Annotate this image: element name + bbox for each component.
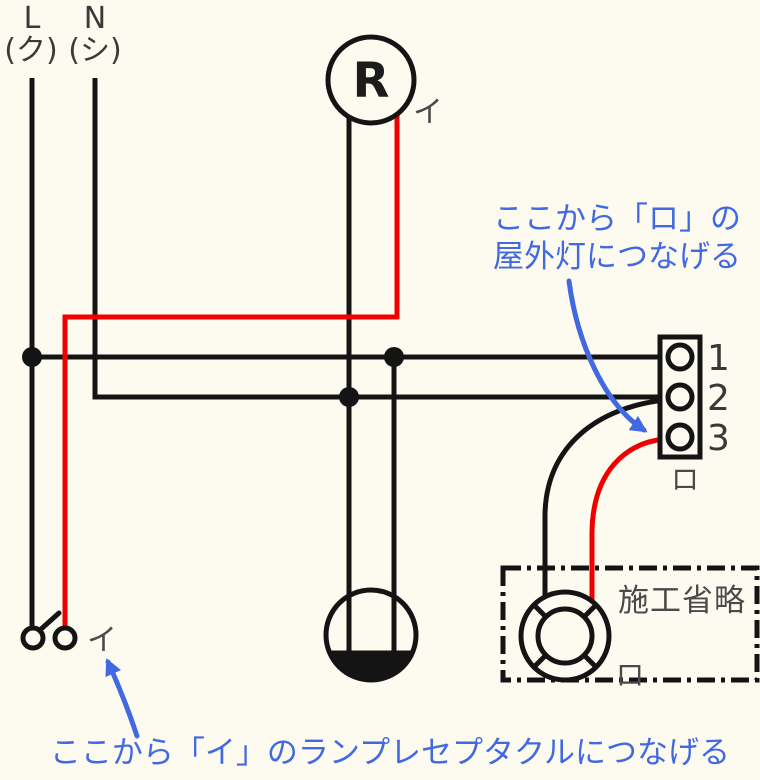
junction-dot	[339, 387, 359, 407]
terminal-block: 1 2 3 ロ	[657, 334, 730, 496]
switch-contact-left	[20, 625, 46, 651]
junction-dot	[384, 347, 404, 367]
outlet-filled-segment	[327, 650, 415, 682]
terminal-hole-2	[665, 382, 695, 412]
wire-switched-red-to-lamp	[62, 114, 400, 626]
neutral-n-mark: (シ)	[68, 33, 121, 68]
switch-contact-right	[52, 625, 78, 651]
outdoor-light-spokes	[532, 603, 598, 669]
terminal-number-3: 3	[707, 418, 730, 459]
switch-note: ここから「イ」のランプレセプタクルにつなげる	[50, 735, 730, 771]
line-l-label: L	[24, 1, 41, 36]
red-wires	[62, 114, 665, 626]
terminal-number-1: 1	[707, 338, 730, 379]
wire-neutral-to-terminal2	[92, 78, 667, 400]
terminal-note-line2: 屋外灯につなげる	[493, 239, 741, 275]
wire-terminal3-to-outdoor-light-red	[589, 436, 665, 602]
terminal-hole-1	[665, 342, 695, 372]
terminal-block-circuit-label: ロ	[671, 463, 699, 496]
terminal-note-line1: ここから「ロ」の	[493, 201, 741, 237]
lamp-receptacle-circuit-label: イ	[413, 95, 443, 130]
arrow-to-terminal3	[566, 278, 648, 433]
switch-circuit-label: イ	[87, 623, 117, 658]
neutral-n-label: N	[84, 1, 106, 36]
power-source-labels: L (ク) N (シ)	[4, 1, 121, 68]
outdoor-light-inner-circle	[535, 606, 595, 666]
terminal-hole-3	[665, 422, 695, 452]
switch-lever	[37, 610, 62, 633]
lamp-receptacle-symbol: R イ	[325, 34, 443, 130]
outdoor-light-symbol: 施工省略 ロ	[518, 583, 746, 692]
arrow-to-switch	[105, 658, 140, 739]
lamp-receptacle-letter: R	[353, 53, 390, 109]
annotations: ここから「ロ」の 屋外灯につなげる ここから「イ」のランプレセプタクルにつなげる	[50, 201, 741, 771]
junction-dots	[22, 347, 404, 407]
line-l-mark: (ク)	[4, 33, 57, 68]
construction-omitted-box	[500, 565, 760, 683]
outlet-symbol	[323, 587, 419, 683]
switch-symbol: イ	[20, 610, 117, 658]
terminal-number-2: 2	[707, 378, 730, 419]
outdoor-light-circuit-label: ロ	[615, 658, 644, 692]
lamp-receptacle-circle	[325, 34, 417, 126]
construction-omitted-caption: 施工省略	[618, 583, 746, 619]
black-wires	[29, 78, 667, 652]
wire-terminal2-to-outdoor-light	[542, 397, 666, 598]
junction-dot	[22, 347, 42, 367]
